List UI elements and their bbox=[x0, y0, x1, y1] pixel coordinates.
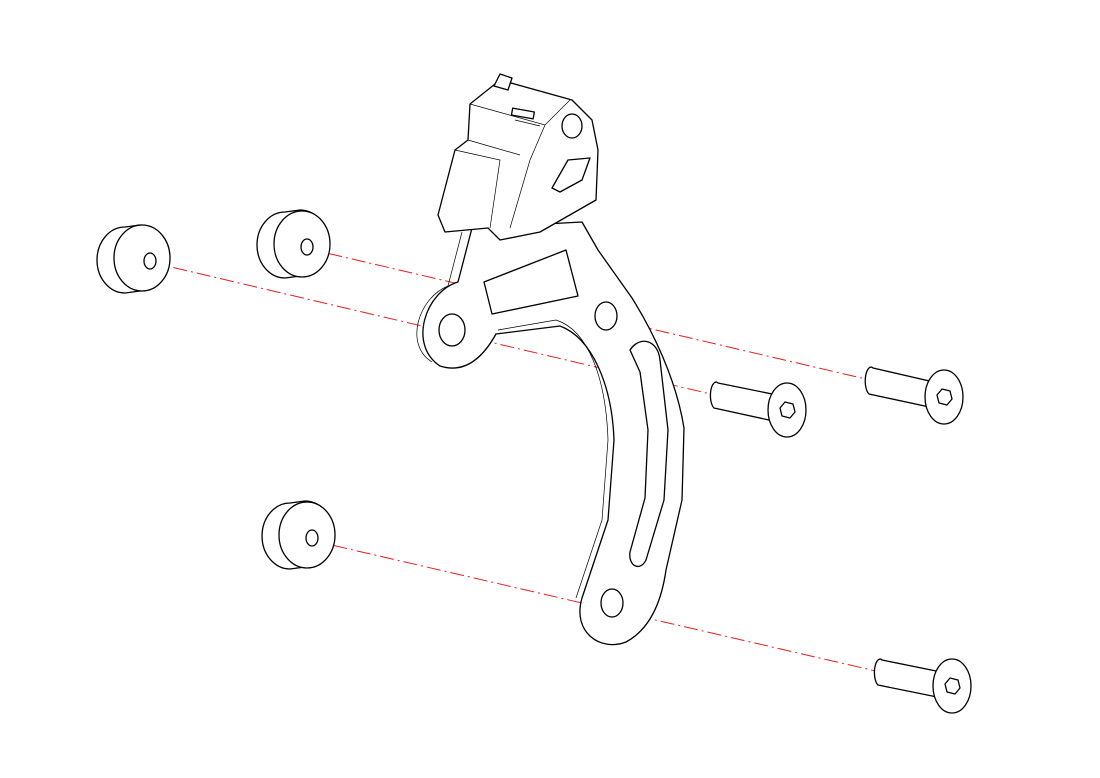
bolt-1 bbox=[709, 381, 807, 438]
bracket-hole-left bbox=[438, 313, 466, 347]
washer-hole bbox=[300, 238, 314, 256]
washer-hole bbox=[143, 252, 157, 270]
bracket-cutout bbox=[483, 249, 579, 315]
bolt-3 bbox=[873, 658, 972, 714]
clamp-bolt-hole bbox=[561, 113, 583, 139]
clamp-block bbox=[437, 79, 599, 241]
hex-socket-icon bbox=[779, 401, 796, 419]
bolt-2 bbox=[864, 366, 964, 425]
hex-socket-icon bbox=[944, 677, 961, 695]
washer-1 bbox=[96, 224, 171, 294]
bracket-slot bbox=[629, 340, 669, 568]
washer-3 bbox=[261, 500, 336, 570]
washer-2 bbox=[256, 209, 331, 279]
bracket-body bbox=[422, 221, 685, 646]
clamp-tab bbox=[493, 73, 513, 91]
chain-guide-bracket bbox=[416, 73, 685, 646]
washer-face bbox=[113, 224, 171, 292]
clamp-block-edges bbox=[454, 99, 571, 229]
clamp-slot-mark bbox=[510, 107, 536, 120]
bracket-hole-right bbox=[594, 301, 618, 331]
bracket-edge bbox=[416, 231, 609, 599]
clamp-window bbox=[551, 157, 591, 193]
washer-hole bbox=[305, 529, 319, 547]
bolt-shaft bbox=[873, 658, 947, 699]
hex-socket-icon bbox=[936, 388, 953, 406]
bracket-hole-bottom bbox=[600, 588, 624, 618]
bolt-shaft bbox=[864, 366, 939, 409]
bolt-shaft bbox=[709, 381, 783, 423]
